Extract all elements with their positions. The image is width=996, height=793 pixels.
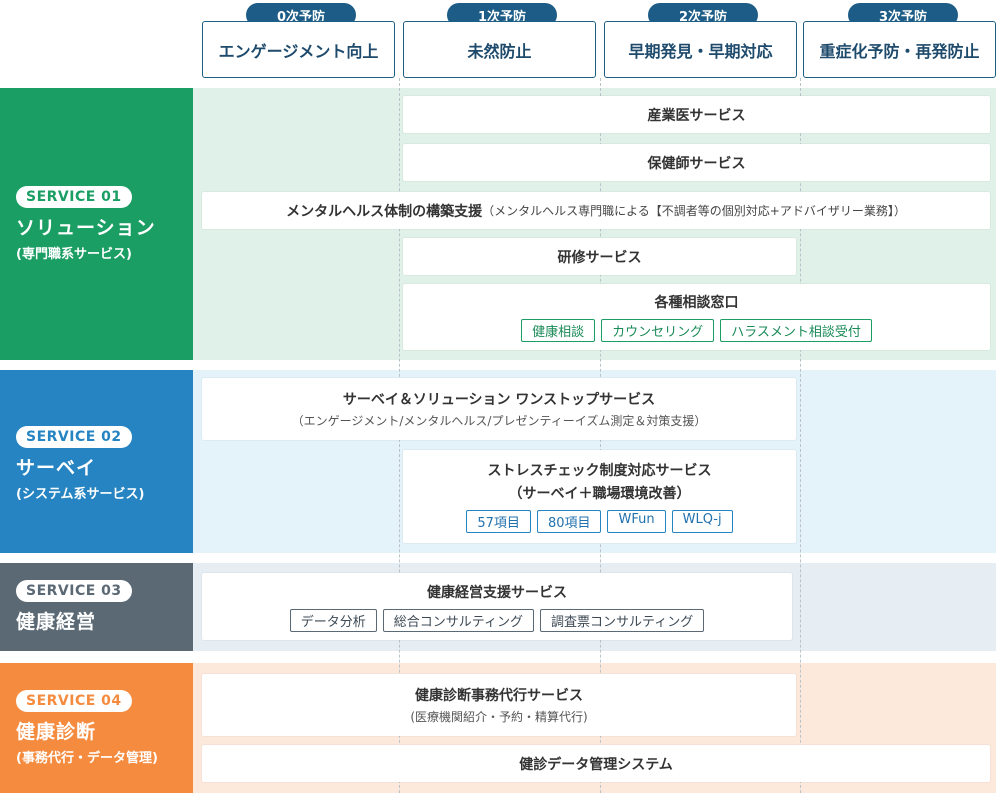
service-box-training[interactable]: 研修サービス [403, 238, 796, 275]
box-title-line2: （サーベイ＋職場環境改善） [508, 486, 691, 502]
column-title: 早期発見・早期対応 [628, 41, 773, 61]
column-header-recurrence-prevention: 重症化予防・再発防止 [803, 21, 996, 78]
service-label-03: SERVICE 03 健康経営 [0, 563, 193, 651]
box-title: サーベイ＆ソリューション ワンストップサービス [342, 392, 656, 408]
column-header-prevention: 未然防止 [403, 21, 596, 78]
service-box-stress-check[interactable]: ストレスチェック制度対応サービス （サーベイ＋職場環境改善） 57項目 80項目… [403, 450, 796, 543]
tag-list: データ分析 総合コンサルティング 調査票コンサルティング [289, 608, 705, 632]
tag-health-consultation[interactable]: 健康相談 [521, 319, 596, 342]
service-badge: SERVICE 03 [16, 580, 132, 602]
tag-total-consulting[interactable]: 総合コンサルティング [382, 608, 534, 632]
service-box-consultation-desk[interactable]: 各種相談窓口 健康相談 カウンセリング ハラスメント相談受付 [403, 284, 990, 350]
box-title: 健康経営支援サービス [427, 584, 567, 601]
tag-list: 57項目 80項目 WFun WLQ-j [466, 510, 733, 533]
tag-questionnaire-consulting[interactable]: 調査票コンサルティング [540, 608, 705, 632]
service-subtitle: (システム系サービス) [16, 487, 145, 502]
service-box-occupational-physician[interactable]: 産業医サービス [403, 96, 990, 133]
service-box-public-health-nurse[interactable]: 保健師サービス [403, 144, 990, 181]
service-subtitle: (専門職系サービス) [16, 247, 132, 262]
service-title: 健康経営 [16, 611, 97, 633]
service-subtitle: (事務代行・データ管理) [16, 751, 158, 766]
box-subtitle: (医療機関紹介・予約・精算代行) [410, 710, 588, 724]
service-badge: SERVICE 01 [16, 186, 132, 208]
column-header-early-detection: 早期発見・早期対応 [604, 21, 797, 78]
tag-list: 健康相談 カウンセリング ハラスメント相談受付 [521, 319, 872, 342]
service-title: サーベイ [16, 457, 97, 479]
service-badge: SERVICE 04 [16, 690, 132, 712]
column-divider [800, 78, 801, 793]
box-title: 健診データ管理システム [519, 756, 673, 773]
tag-data-analysis[interactable]: データ分析 [289, 608, 377, 632]
tag-80-items[interactable]: 80項目 [536, 510, 602, 533]
service-label-04: SERVICE 04 健康診断 (事務代行・データ管理) [0, 663, 193, 793]
tag-57-items[interactable]: 57項目 [466, 510, 531, 533]
service-box-health-checkup-admin[interactable]: 健康診断事務代行サービス (医療機関紹介・予約・精算代行) [202, 674, 796, 736]
service-box-health-management[interactable]: 健康経営支援サービス データ分析 総合コンサルティング 調査票コンサルティング [202, 573, 792, 640]
service-title: ソリューション [16, 217, 156, 239]
service-label-01: SERVICE 01 ソリューション (専門職系サービス) [0, 88, 193, 360]
box-title: 各種相談窓口 [654, 295, 739, 311]
tag-wfun[interactable]: WFun [607, 510, 666, 533]
box-title: 健康診断事務代行サービス [415, 688, 583, 704]
column-title: エンゲージメント向上 [218, 41, 379, 61]
box-subtitle: （エンゲージメント/メンタルヘルス/プレゼンティーイズム測定＆対策支援） [291, 414, 707, 428]
column-title: 重症化予防・再発防止 [819, 41, 980, 61]
service-box-checkup-data-system[interactable]: 健診データ管理システム [202, 745, 990, 782]
box-title: 研修サービス [557, 249, 642, 266]
service-box-mental-health-system[interactable]: メンタルヘルス体制の構築支援 （メンタルヘルス専門職による【不調者等の個別対応+… [202, 192, 990, 229]
service-badge: SERVICE 02 [16, 426, 132, 448]
service-box-survey-solution[interactable]: サーベイ＆ソリューション ワンストップサービス （エンゲージメント/メンタルヘル… [202, 378, 796, 440]
column-title: 未然防止 [467, 41, 532, 61]
tag-wlq-j[interactable]: WLQ-j [671, 510, 733, 533]
box-title: 保健師サービス [647, 155, 746, 172]
column-header-engagement: エンゲージメント向上 [202, 21, 395, 78]
box-title: 産業医サービス [647, 107, 746, 124]
tag-counseling[interactable]: カウンセリング [601, 319, 715, 342]
tag-harassment-consultation[interactable]: ハラスメント相談受付 [720, 319, 872, 342]
box-title: メンタルヘルス体制の構築支援 [286, 203, 483, 220]
box-inline-subtitle: （メンタルヘルス専門職による【不調者等の個別対応+アドバイザリー業務】） [482, 204, 906, 218]
box-title: ストレスチェック制度対応サービス [487, 463, 712, 479]
service-label-02: SERVICE 02 サーベイ (システム系サービス) [0, 370, 193, 553]
service-title: 健康診断 [16, 721, 97, 743]
